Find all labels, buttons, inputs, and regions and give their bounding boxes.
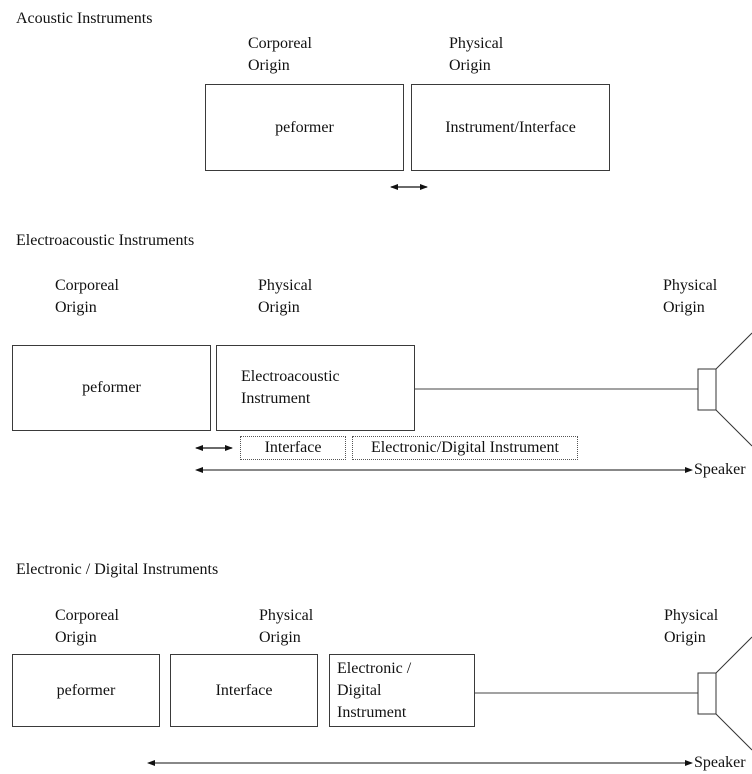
electroacoustic-instrument-box: Electroacoustic Instrument xyxy=(216,345,415,431)
electronic-performer-box: peformer xyxy=(12,654,160,727)
acoustic-instrument-interface-box: Instrument/Interface xyxy=(411,84,610,171)
acoustic-physical-origin-label: Physical Origin xyxy=(449,35,504,74)
electronic-interface-box: Interface xyxy=(170,654,318,727)
electronic-digital-instrument-box: Electronic / Digital Instrument xyxy=(329,654,475,727)
electroacoustic-physical-origin-label: Physical Origin xyxy=(258,277,313,316)
electroacoustic-speaker-icon xyxy=(697,332,752,447)
electroacoustic-interface-box: Interface xyxy=(240,436,346,460)
electroacoustic-corporeal-origin-label: Corporeal Origin xyxy=(55,277,119,316)
acoustic-corporeal-origin-label: Corporeal Origin xyxy=(248,35,312,74)
electronic-speaker-physical-origin-label: Physical Origin xyxy=(664,607,719,646)
electronic-section-title: Electronic / Digital Instruments xyxy=(16,561,219,578)
electroacoustic-speaker-label: Speaker xyxy=(694,461,746,478)
acoustic-performer-box: peformer xyxy=(205,84,404,171)
electronic-physical-origin-label: Physical Origin xyxy=(259,607,314,646)
electronic-speaker-label: Speaker xyxy=(694,754,746,771)
electroacoustic-section-title: Electroacoustic Instruments xyxy=(16,232,195,249)
electroacoustic-performer-box: peformer xyxy=(12,345,211,431)
acoustic-section-title: Acoustic Instruments xyxy=(16,10,153,27)
electronic-corporeal-origin-label: Corporeal Origin xyxy=(55,607,119,646)
electroacoustic-electronic-instrument-box: Electronic/Digital Instrument xyxy=(352,436,578,460)
electroacoustic-speaker-physical-origin-label: Physical Origin xyxy=(663,277,718,316)
electronic-speaker-icon xyxy=(697,636,752,751)
